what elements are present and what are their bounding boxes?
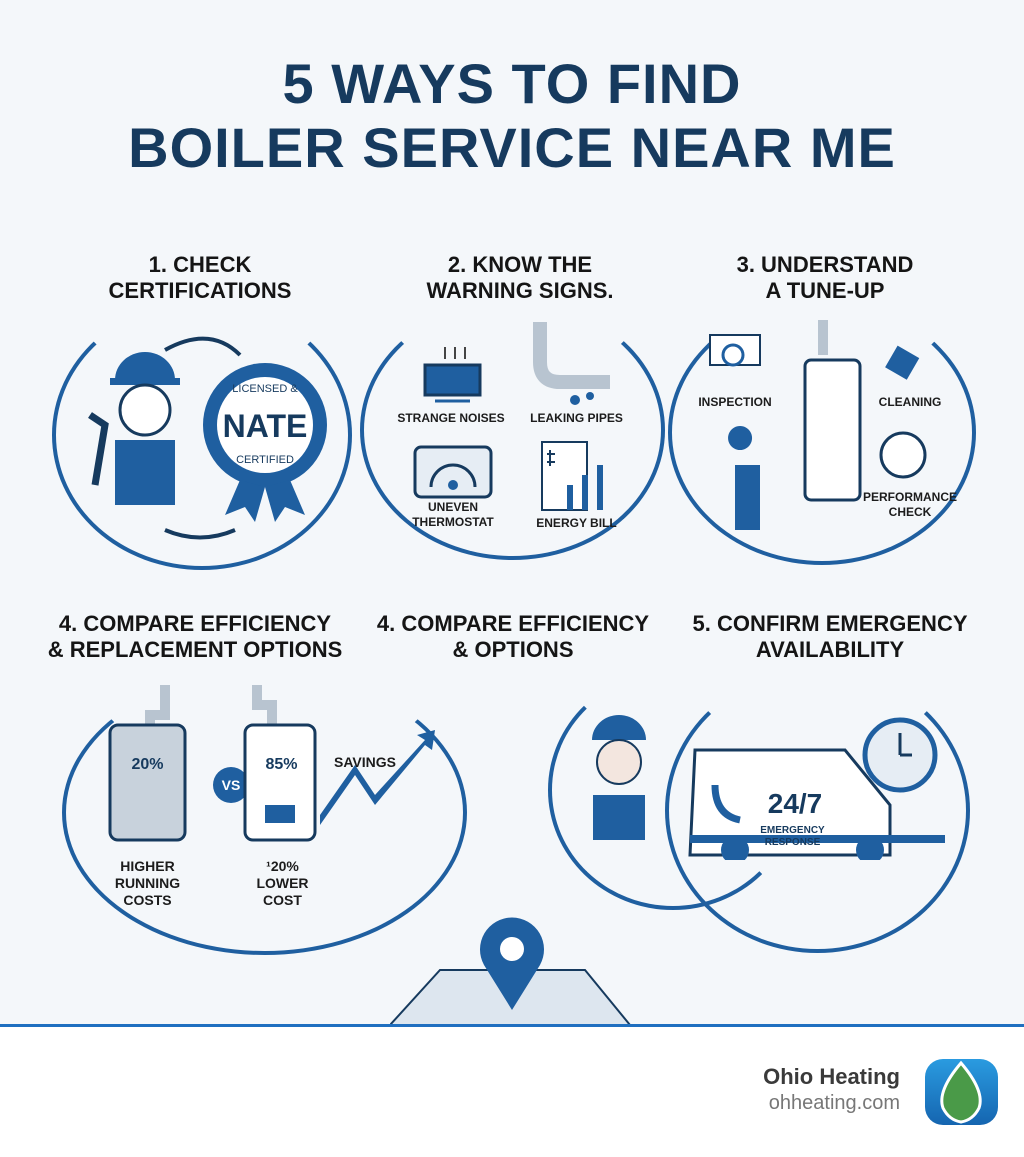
- cycle-arrow-bottom-icon: [164, 528, 236, 540]
- new-boiler-icon: [243, 723, 317, 842]
- old-boiler-icon: [108, 723, 187, 842]
- boiling-pot-icon: [423, 347, 482, 403]
- technician-icon: [88, 352, 180, 505]
- van-wheel: [721, 836, 749, 860]
- brand-name: Ohio Heating: [763, 1064, 900, 1089]
- cycle-arrow-top-icon: [164, 336, 242, 357]
- phone-icon: [711, 784, 741, 824]
- brand-url[interactable]: ohheating.com: [768, 1092, 900, 1114]
- gauge-icon: [413, 445, 493, 499]
- van-wheel: [856, 836, 884, 860]
- section-4-circle: [62, 670, 467, 955]
- technician-with-badge-illustration: LICENSED & NATE CERTIFIED: [88, 336, 327, 540]
- vs-badge: [213, 767, 249, 803]
- leaking-pipe-icon: [533, 322, 610, 405]
- section-5-circle: [665, 668, 970, 953]
- wrench-icon: [88, 412, 109, 486]
- tune-up-illustration: [709, 320, 927, 530]
- van-247-label: 24/7: [767, 788, 823, 819]
- ohio-heating-leaf-logo-icon: [925, 1059, 998, 1125]
- section-1-circle: [52, 300, 352, 570]
- badge-center-text: NATE: [223, 408, 308, 444]
- emergency-van-illustration: [592, 715, 945, 860]
- location-pin-icon: [480, 917, 544, 1010]
- section-4-heading: 4. COMPARE EFFICIENCY& REPLACEMENT OPTIO…: [47, 611, 343, 662]
- title-line-2: BOILER SERVICE NEAR ME: [128, 116, 896, 179]
- savings-arrow-icon: [320, 730, 435, 825]
- sign-label-leaking-pipes: LEAKING PIPES: [530, 411, 623, 425]
- new-boiler-value: 85%: [265, 756, 298, 773]
- old-boiler-value: 20%: [131, 756, 164, 773]
- sign-label-strange-noises: STRANGE NOISES: [397, 411, 505, 425]
- nate-badge-icon: LICENSED & NATE CERTIFIED: [203, 363, 327, 522]
- footer: [0, 1024, 1024, 1157]
- section-4b-heading: 4. COMPARE EFFICIENCY& OPTIONS: [376, 611, 650, 662]
- performance-gauge-icon: [879, 431, 927, 479]
- technician-icon: [592, 715, 646, 840]
- boiler-comparison-illustration: [108, 685, 435, 842]
- sponge-icon: [885, 345, 920, 380]
- step-label-cleaning: CLEANING: [878, 395, 942, 409]
- sign-label-energy-bill: ENERGY BILL: [536, 516, 617, 530]
- map-pin-illustration: [390, 917, 632, 1025]
- step-label-inspection: INSPECTION: [698, 395, 772, 409]
- kneeling-technician-icon: [728, 426, 760, 530]
- section-5-left-circle: [548, 670, 798, 910]
- boiler-icon: [803, 358, 862, 502]
- badge-top-text: LICENSED &: [232, 383, 298, 395]
- savings-label: SAVINGS: [334, 754, 396, 770]
- magnifier-icon: [709, 334, 761, 366]
- vs-label: VS: [221, 777, 241, 793]
- bill-rising-icon: [541, 441, 603, 511]
- badge-bottom-text: CERTIFIED: [236, 454, 294, 466]
- section-3-circle: [668, 300, 976, 565]
- title-line-1: 5 WAYS TO FIND: [282, 52, 742, 115]
- section-2-circle: [360, 300, 665, 560]
